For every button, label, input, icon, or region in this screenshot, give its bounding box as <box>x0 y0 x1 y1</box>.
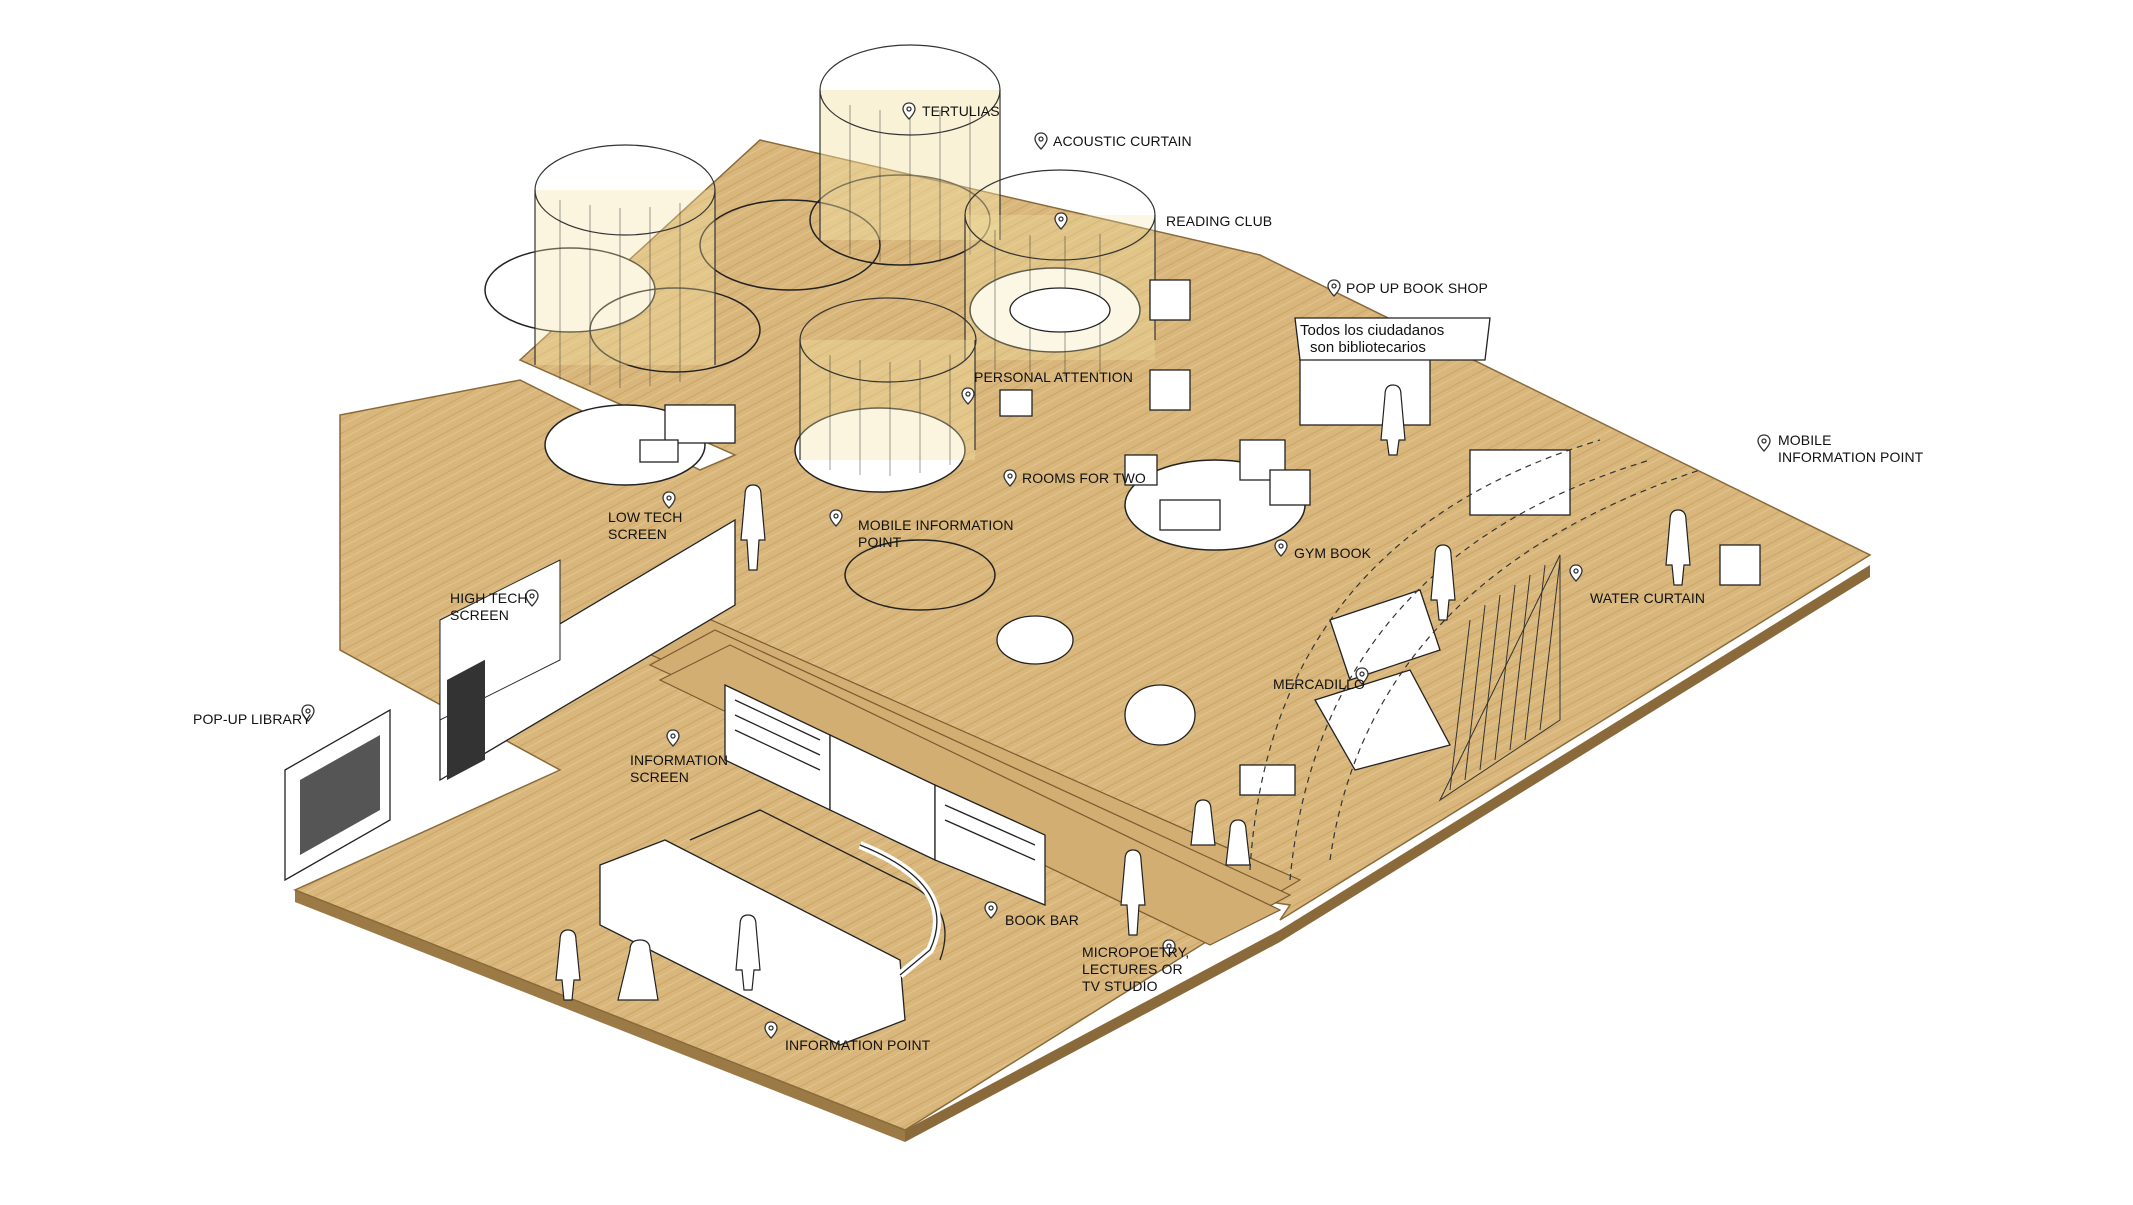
dashed-arcs <box>1249 439 1701 881</box>
water-curtain <box>1438 554 1561 802</box>
location-pin-icon <box>1569 564 1583 582</box>
location-pin-icon <box>1355 667 1369 685</box>
pop-up-book-shop-stand: Todos los ciudadanos son bibliotecarios <box>1294 317 1491 361</box>
label-tertulias: TERTULIAS <box>922 103 1000 119</box>
label-mobile-information-point-left: MOBILE INFORMATION POINT <box>858 517 1014 550</box>
pop-up-library-shelves <box>284 708 391 882</box>
location-pin-icon <box>764 1021 778 1039</box>
location-pin-icon <box>1757 434 1771 452</box>
label-pop-up-book-shop: POP UP BOOK SHOP <box>1346 280 1488 296</box>
label-high-tech-screen: HIGH TECH SCREEN <box>450 590 528 623</box>
label-pop-up-library: POP-UP LIBRARY <box>193 711 312 727</box>
label-information-screen: INFORMATION SCREEN <box>630 752 729 785</box>
label-gym-book: GYM BOOK <box>1294 545 1372 561</box>
label-personal-attention: PERSONAL ATTENTION <box>974 369 1133 385</box>
label-low-tech-screen: LOW TECH SCREEN <box>608 509 683 542</box>
location-pin-icon <box>961 387 975 405</box>
location-pin-icon <box>984 901 998 919</box>
location-pin-icon <box>525 589 539 607</box>
location-pin-icon <box>1327 279 1341 297</box>
banner-line-2: son bibliotecarios <box>1310 339 1426 356</box>
location-pin-icon <box>662 491 676 509</box>
location-pin-icon <box>1054 212 1068 230</box>
label-water-curtain: WATER CURTAIN <box>1590 590 1706 606</box>
information-screen <box>724 683 1046 906</box>
location-pin-icon <box>1003 469 1017 487</box>
location-pin-icon <box>902 102 916 120</box>
banner-line-1: Todos los ciudadanos <box>1300 322 1444 339</box>
label-rooms-for-two: ROOMS FOR TWO <box>1022 470 1146 486</box>
label-mobile-information-point-right: MOBILE INFORMATION POINT <box>1778 432 1924 465</box>
location-pins <box>301 102 1771 1039</box>
people-silhouettes <box>555 384 1691 1001</box>
location-pin-icon <box>829 509 843 527</box>
location-pin-icon <box>1162 939 1176 957</box>
label-information-point: INFORMATION POINT <box>785 1037 931 1053</box>
location-pin-icon <box>666 729 680 747</box>
label-book-bar: BOOK BAR <box>1005 912 1079 928</box>
location-pin-icon <box>1034 132 1048 150</box>
location-pin-icon <box>301 704 315 722</box>
acoustic-curtain-cylinders <box>534 44 1156 476</box>
label-micropoetry: MICROPOETRY, LECTURES OR TV STUDIO <box>1082 944 1190 994</box>
label-mercadillo: MERCADILLO <box>1273 676 1366 692</box>
label-acoustic-curtain: ACOUSTIC CURTAIN <box>1053 133 1192 149</box>
location-pin-icon <box>1274 539 1288 557</box>
label-reading-club: READING CLUB <box>1166 213 1273 229</box>
